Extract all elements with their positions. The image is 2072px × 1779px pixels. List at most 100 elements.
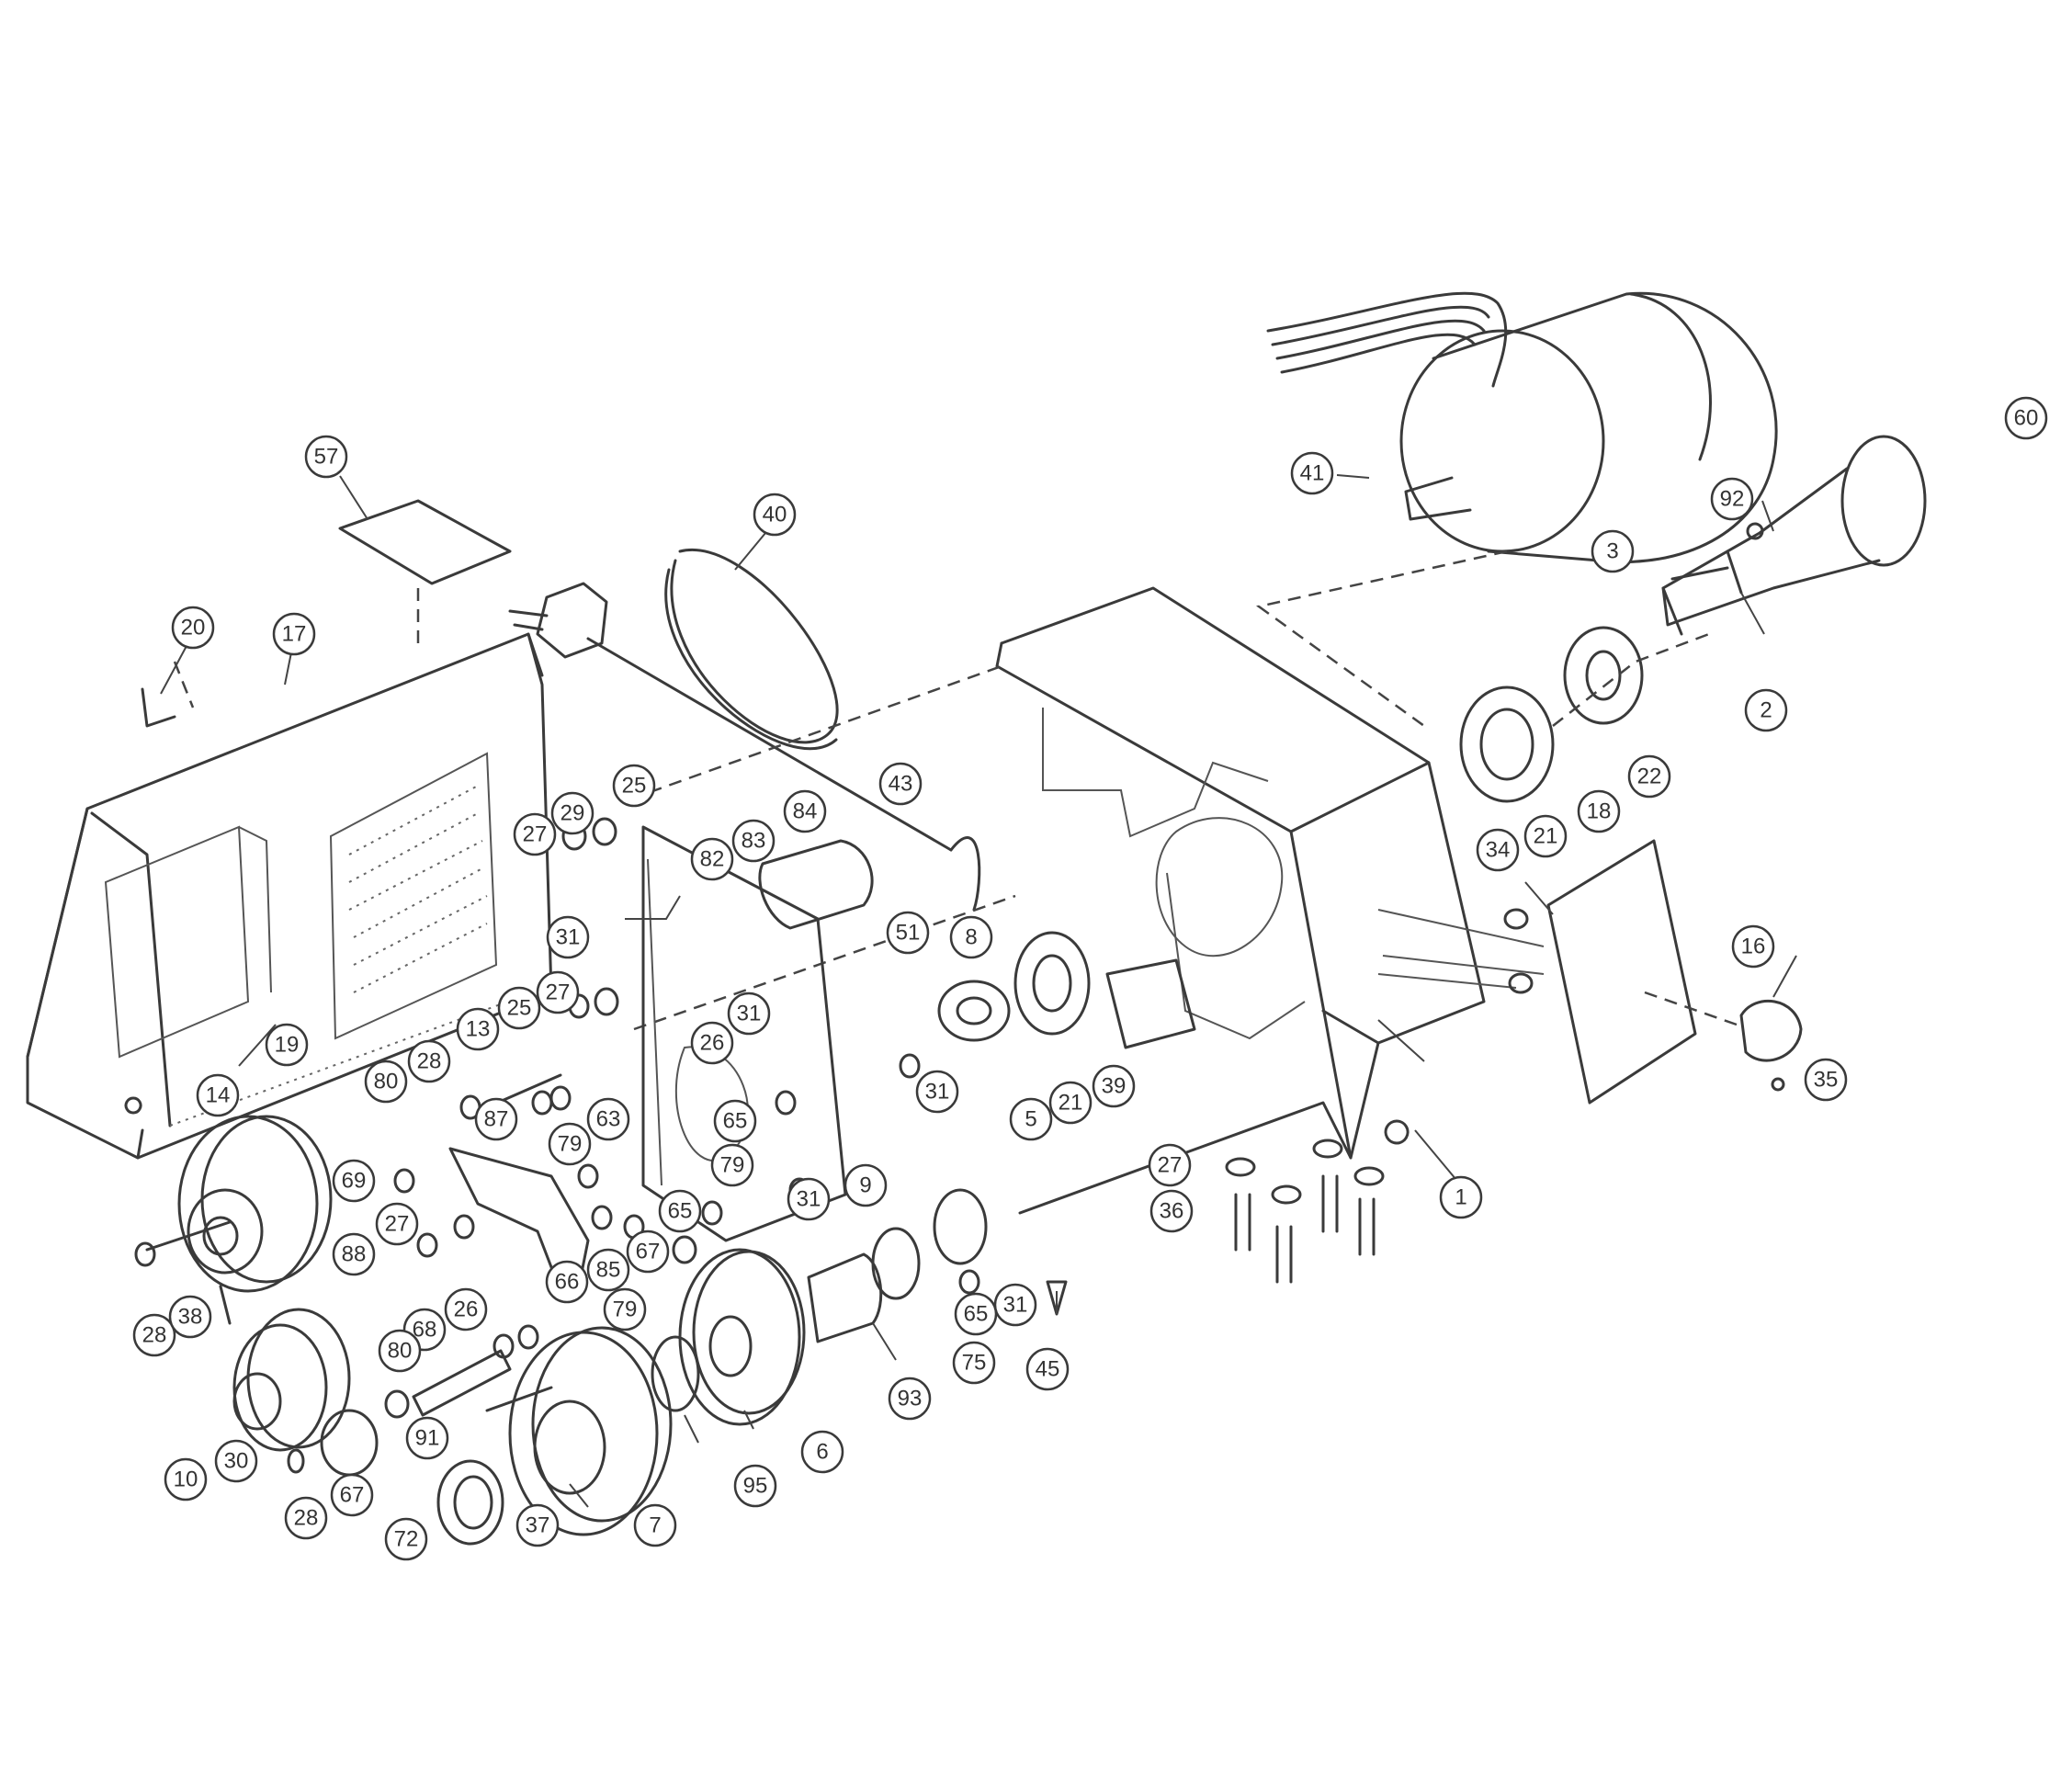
callout-38: 38 xyxy=(168,1295,212,1339)
callout-21: 21 xyxy=(1048,1081,1093,1125)
callout-79b: 79 xyxy=(710,1143,754,1187)
callout-26: 26 xyxy=(690,1021,734,1065)
callout-91: 91 xyxy=(405,1416,449,1460)
callout-67b: 67 xyxy=(330,1473,374,1517)
svg-text:79: 79 xyxy=(558,1132,583,1157)
svg-text:38: 38 xyxy=(178,1305,203,1330)
callout-30: 30 xyxy=(214,1439,258,1483)
svg-text:13: 13 xyxy=(466,1017,491,1042)
callout-79: 79 xyxy=(548,1122,592,1166)
callout-25b: 25 xyxy=(497,986,541,1030)
svg-text:17: 17 xyxy=(282,622,307,647)
svg-text:22: 22 xyxy=(1637,765,1662,789)
callout-75: 75 xyxy=(952,1341,996,1385)
callout-17: 17 xyxy=(272,612,316,656)
large-pulley xyxy=(485,1326,673,1536)
callout-7: 7 xyxy=(633,1503,677,1547)
svg-text:31: 31 xyxy=(556,925,581,950)
spindle-pulley xyxy=(232,1308,351,1452)
svg-text:19: 19 xyxy=(275,1033,300,1058)
callout-66: 66 xyxy=(545,1260,589,1304)
callout-16: 16 xyxy=(1731,924,1775,969)
small-gear xyxy=(871,1227,921,1300)
svg-text:21: 21 xyxy=(1059,1091,1083,1116)
svg-text:43: 43 xyxy=(889,772,913,797)
svg-text:35: 35 xyxy=(1814,1068,1839,1093)
callout-27b: 27 xyxy=(536,970,580,1014)
callout-6: 6 xyxy=(800,1430,844,1474)
svg-text:14: 14 xyxy=(206,1083,231,1108)
spindle-shaft xyxy=(1661,435,1927,636)
callout-13: 13 xyxy=(456,1007,500,1051)
svg-text:67: 67 xyxy=(340,1483,365,1508)
svg-text:31: 31 xyxy=(925,1080,950,1105)
svg-text:80: 80 xyxy=(388,1339,413,1364)
svg-text:27: 27 xyxy=(385,1212,410,1237)
svg-text:28: 28 xyxy=(294,1506,319,1531)
callout-3: 3 xyxy=(1591,529,1635,573)
callout-84: 84 xyxy=(783,789,827,833)
svg-text:91: 91 xyxy=(415,1426,440,1451)
spacer-washer xyxy=(937,980,1011,1042)
svg-text:41: 41 xyxy=(1300,461,1325,486)
svg-text:30: 30 xyxy=(224,1449,249,1474)
callout-10: 10 xyxy=(164,1457,208,1501)
callout-28: 28 xyxy=(407,1039,451,1083)
svg-text:6: 6 xyxy=(816,1440,828,1465)
callout-25: 25 xyxy=(612,764,656,808)
callout-65b: 65 xyxy=(658,1189,702,1233)
svg-text:5: 5 xyxy=(1025,1107,1036,1132)
svg-text:60: 60 xyxy=(2014,406,2039,431)
flange xyxy=(1013,931,1091,1036)
callout-40: 40 xyxy=(753,493,797,537)
callout-57: 57 xyxy=(304,435,348,479)
callout-82: 82 xyxy=(690,837,734,881)
svg-text:27: 27 xyxy=(523,822,548,847)
svg-text:28: 28 xyxy=(417,1049,442,1074)
svg-text:65: 65 xyxy=(723,1109,748,1134)
svg-text:45: 45 xyxy=(1036,1357,1060,1382)
callout-37: 37 xyxy=(515,1503,560,1547)
motor xyxy=(1266,291,1778,563)
motor-pulley xyxy=(145,1115,333,1293)
callout-69: 69 xyxy=(332,1159,376,1203)
svg-text:25: 25 xyxy=(622,774,647,799)
callout-27c: 27 xyxy=(375,1202,419,1246)
callout-87: 87 xyxy=(474,1097,518,1141)
clip xyxy=(141,687,176,728)
callout-31e: 31 xyxy=(993,1283,1037,1327)
svg-text:83: 83 xyxy=(742,829,766,854)
svg-text:18: 18 xyxy=(1587,799,1612,824)
idler-wheel xyxy=(320,1409,379,1477)
callout-80: 80 xyxy=(364,1059,408,1104)
svg-text:8: 8 xyxy=(965,925,977,950)
callout-35: 35 xyxy=(1804,1058,1848,1102)
callout-31c: 31 xyxy=(915,1070,959,1114)
svg-text:28: 28 xyxy=(142,1323,167,1348)
svg-text:93: 93 xyxy=(898,1387,923,1411)
callouts: 57 40 20 17 25 29 27 84 82 83 43 51 8 31… xyxy=(132,396,2048,1561)
svg-text:67: 67 xyxy=(636,1240,661,1264)
capacitor xyxy=(758,839,874,930)
callout-18: 18 xyxy=(1577,789,1621,833)
callout-65c: 65 xyxy=(954,1292,998,1336)
callout-21b: 21 xyxy=(1523,814,1568,858)
svg-text:57: 57 xyxy=(314,445,339,470)
callout-65: 65 xyxy=(713,1099,757,1143)
svg-text:84: 84 xyxy=(793,799,818,824)
callout-28b: 28 xyxy=(132,1313,176,1357)
side-plate xyxy=(641,825,847,1242)
svg-text:36: 36 xyxy=(1160,1199,1184,1224)
callout-34: 34 xyxy=(1476,828,1520,872)
svg-text:40: 40 xyxy=(763,503,787,527)
callout-88: 88 xyxy=(332,1232,376,1276)
svg-text:75: 75 xyxy=(962,1351,987,1376)
callout-93: 93 xyxy=(888,1377,932,1421)
o-ring xyxy=(651,1335,700,1412)
svg-text:20: 20 xyxy=(181,616,206,640)
adjust-knob xyxy=(1046,1280,1068,1316)
knob xyxy=(1739,1000,1803,1062)
callout-29: 29 xyxy=(550,791,594,835)
callout-1: 1 xyxy=(1439,1175,1483,1219)
svg-text:3: 3 xyxy=(1606,539,1618,564)
